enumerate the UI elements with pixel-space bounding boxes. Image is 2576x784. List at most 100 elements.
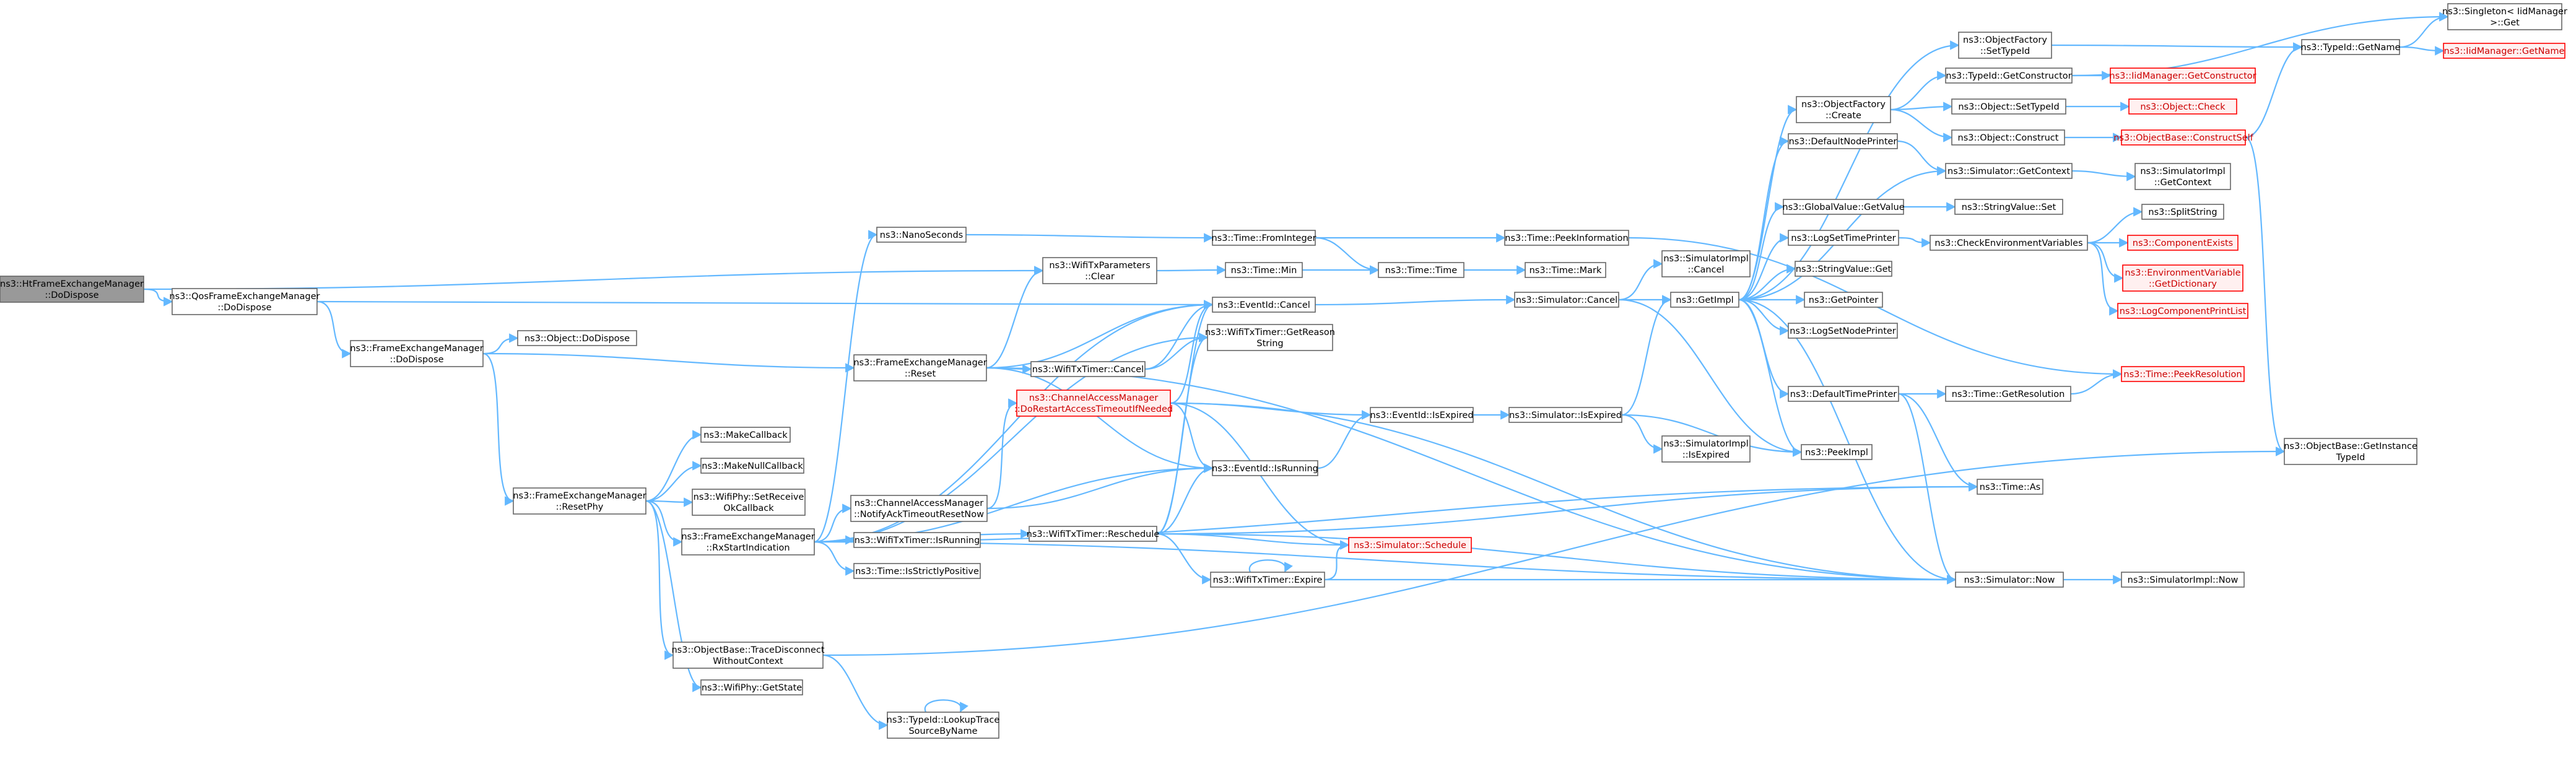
node-label: ns3::WifiTxTimer::Cancel <box>1032 365 1144 375</box>
node-time-mark[interactable]: ns3::Time::Mark <box>1525 262 1606 278</box>
call-edge <box>1897 140 1947 176</box>
node-log-printlist[interactable]: ns3::LogComponentPrintList <box>2117 303 2248 319</box>
node-env-getdict[interactable]: ns3::EnvironmentVariable::GetDictionary <box>2122 264 2243 292</box>
node-box <box>2121 572 2245 588</box>
node-stringvalue-get[interactable]: ns3::StringValue::Get <box>1795 261 1892 277</box>
node-object-settypeid[interactable]: ns3::Object::SetTypeId <box>1951 98 2066 115</box>
node-sim-getcontext[interactable]: ns3::Simulator::GetContext <box>1945 163 2073 179</box>
node-eventid-isrunning[interactable]: ns3::EventId::IsRunning <box>1212 460 1318 476</box>
node-sim-schedule[interactable]: ns3::Simulator::Schedule <box>1348 537 1472 553</box>
node-peekimpl[interactable]: ns3::PeekImpl <box>1801 444 1873 460</box>
node-globalvalue-getvalue[interactable]: ns3::GlobalValue::GetValue <box>1782 199 1905 215</box>
node-label: ns3::GlobalValue::GetValue <box>1782 203 1904 212</box>
node-getimpl[interactable]: ns3::GetImpl <box>1670 292 1739 308</box>
call-edge <box>2070 369 2123 395</box>
node-txtimer-expire[interactable]: ns3::WifiTxTimer::Expire <box>1210 572 1325 588</box>
node-txparams-clear[interactable]: ns3::WifiTxParameters::Clear <box>1042 257 1157 284</box>
node-label: ns3::DefaultNodePrinter <box>1789 137 1897 147</box>
call-edge <box>986 398 1018 510</box>
node-phy-getstate[interactable]: ns3::WifiPhy::GetState <box>700 679 803 695</box>
call-edge <box>1618 298 1803 457</box>
node-objfactory-settypeid[interactable]: ns3::ObjectFactory::SetTypeId <box>1958 32 2052 59</box>
call-edge <box>1315 295 1516 306</box>
node-default-nodeprinter[interactable]: ns3::DefaultNodePrinter <box>1788 133 1898 149</box>
node-typeid-getname[interactable]: ns3::TypeId::GetName <box>2301 39 2401 55</box>
node-check-env[interactable]: ns3::CheckEnvironmentVariables <box>1930 235 2088 251</box>
node-time-strictpos[interactable]: ns3::Time::IsStrictlyPositive <box>853 563 981 579</box>
node-qos-dispose[interactable]: ns3::QosFrameExchangeManager::DoDispose <box>169 288 320 315</box>
node-fem-dispose[interactable]: ns3::FrameExchangeManager::DoDispose <box>350 340 484 367</box>
node-label: ns3::CheckEnvironmentVariables <box>1934 238 2082 248</box>
node-label: ::Create <box>1825 111 1861 121</box>
node-box <box>1795 261 1892 277</box>
node-obj-dispose[interactable]: ns3::Object::DoDispose <box>517 330 637 346</box>
node-label: ns3::Time::FromInteger <box>1211 233 1316 243</box>
node-label: ns3::FrameExchangeManager <box>681 532 814 542</box>
call-edge <box>1315 237 1380 275</box>
node-fem-rxstart[interactable]: ns3::FrameExchangeManager::RxStartIndica… <box>681 528 815 555</box>
node-make-cb[interactable]: ns3::MakeCallback <box>700 427 791 443</box>
node-txtimer-isrunning[interactable]: ns3::WifiTxTimer::IsRunning <box>853 532 981 548</box>
node-logset-nodeprinter[interactable]: ns3::LogSetNodePrinter <box>1788 323 1898 339</box>
node-box <box>172 288 318 315</box>
node-eventid-cancel[interactable]: ns3::EventId::Cancel <box>1212 297 1316 313</box>
node-stringvalue-set[interactable]: ns3::StringValue::Set <box>1954 199 2063 215</box>
node-splitstring[interactable]: ns3::SplitString <box>2141 204 2224 220</box>
node-label: ns3::QosFrameExchangeManager <box>169 292 320 302</box>
node-objfactory-create[interactable]: ns3::ObjectFactory::Create <box>1796 96 1891 123</box>
call-edge <box>986 266 1044 369</box>
node-label: ns3::GetPointer <box>1809 295 1879 305</box>
node-box <box>1951 98 2066 115</box>
node-label: ns3::WifiTxTimer::Expire <box>1213 575 1323 585</box>
node-fem-resetphy[interactable]: ns3::FrameExchangeManager::ResetPhy <box>513 487 646 515</box>
node-box <box>2121 129 2246 146</box>
node-make-null-cb[interactable]: ns3::MakeNullCallback <box>700 458 804 474</box>
node-default-timeprinter[interactable]: ns3::DefaultTimePrinter <box>1788 386 1899 402</box>
node-typeid-getconstructor[interactable]: ns3::TypeId::GetConstructor <box>1945 68 2073 84</box>
node-time-frominteger[interactable]: ns3::Time::FromInteger <box>1211 230 1316 246</box>
node-trace-disconnect[interactable]: ns3::ObjectBase::TraceDisconnectWithoutC… <box>671 642 825 669</box>
node-time-peekresolution[interactable]: ns3::Time::PeekResolution <box>2121 366 2245 382</box>
node-component-exists[interactable]: ns3::ComponentExists <box>2127 235 2239 251</box>
node-hit-dispose[interactable]: ns3::HtFrameExchangeManager::DoDispose <box>0 276 144 303</box>
node-logset-timeprinter[interactable]: ns3::LogSetTimePrinter <box>1788 230 1899 246</box>
node-singleton-get[interactable]: ns3::Singleton< IidManager>::Get <box>2442 3 2567 30</box>
node-simimpl-getcontext[interactable]: ns3::SimulatorImpl::GetContext <box>2134 163 2231 190</box>
node-getpointer[interactable]: ns3::GetPointer <box>1804 292 1883 308</box>
node-fem-reset[interactable]: ns3::FrameExchangeManager::Reset <box>853 354 987 381</box>
node-simimpl-cancel[interactable]: ns3::SimulatorImpl::Cancel <box>1661 250 1751 277</box>
call-edge <box>1898 393 1957 585</box>
node-label: ::ResetPhy <box>556 502 604 512</box>
node-sim-cancel[interactable]: ns3::Simulator::Cancel <box>1514 292 1619 308</box>
node-txtimer-reschedule[interactable]: ns3::WifiTxTimer::Reschedule <box>1027 526 1160 542</box>
node-txtimer-cancel[interactable]: ns3::WifiTxTimer::Cancel <box>1030 361 1146 377</box>
node-iidmgr-getname[interactable]: ns3::IidManager::GetName <box>2443 43 2565 59</box>
node-simimpl-isexpired[interactable]: ns3::SimulatorImpl::IsExpired <box>1661 435 1751 463</box>
node-sim-isexpired[interactable]: ns3::Simulator::IsExpired <box>1508 407 1622 423</box>
node-simimpl-now[interactable]: ns3::SimulatorImpl::Now <box>2121 572 2245 588</box>
node-time-peekinfo[interactable]: ns3::Time::PeekInformation <box>1504 230 1629 246</box>
node-iidmgr-getconstructor[interactable]: ns3::IidManager::GetConstructor <box>2109 68 2256 84</box>
node-time-getresolution[interactable]: ns3::Time::GetResolution <box>1945 386 2071 402</box>
node-time-min[interactable]: ns3::Time::Min <box>1225 262 1303 278</box>
node-time-as[interactable]: ns3::Time::As <box>1977 479 2043 495</box>
node-nanoseconds[interactable]: ns3::NanoSeconds <box>876 227 967 243</box>
node-cam-notify[interactable]: ns3::ChannelAccessManager::NotifyAckTime… <box>850 495 988 522</box>
node-object-check[interactable]: ns3::Object::Check <box>2128 98 2237 115</box>
call-edge <box>645 500 702 692</box>
node-time-time[interactable]: ns3::Time::Time <box>1378 262 1464 278</box>
node-label: ::Clear <box>1085 272 1115 282</box>
call-edge <box>2051 42 2303 52</box>
node-eventid-isexpired[interactable]: ns3::EventId::IsExpired <box>1370 407 1474 423</box>
node-label: ns3::EnvironmentVariable <box>2125 268 2240 278</box>
call-edge <box>822 446 2286 656</box>
node-object-construct[interactable]: ns3::Object::Construct <box>1951 129 2065 146</box>
node-cam-dorestart[interactable]: ns3::ChannelAccessManager::DoRestartAcce… <box>1014 390 1173 417</box>
node-objbase-constructself[interactable]: ns3::ObjectBase::ConstructSelf <box>2113 129 2254 146</box>
node-box <box>876 227 967 243</box>
node-sim-now[interactable]: ns3::Simulator::Now <box>1955 572 2064 588</box>
